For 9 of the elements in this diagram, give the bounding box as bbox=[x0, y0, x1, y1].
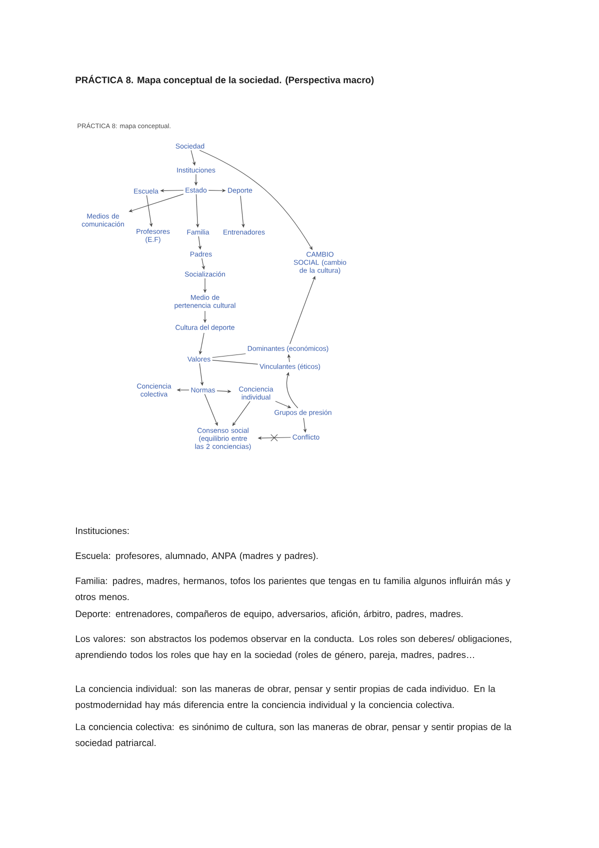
paragraph: La conciencia individual: son las maneras de obrar, pensar y sentir propias de cada individuo. En la postmodernidad hay más diferencia entre la conciencia individual y la conciencia colectiva. bbox=[76, 685, 496, 710]
paragraph: Deporte: entrenadores, compañeros de equipo, adversarios, afición, árbitro, padres, madres. bbox=[76, 610, 462, 619]
paragraph: Los valores: son abstractos los podemos observar en la conducta. Los roles son deberes/ obligaciones, aprendiendo todos los roles que hay en la sociedad (roles de género, pareja, madres, padres… bbox=[76, 635, 512, 660]
paragraph: Escuela: profesores, alumnado, ANPA (madres y padres). bbox=[76, 552, 318, 561]
paragraph: Familia: padres, madres, hermanos, tofos los parientes que tengas en tu familia algunos influirán más y otros menos. bbox=[76, 577, 510, 600]
paragraph: Instituciones: bbox=[76, 527, 129, 534]
arrow bbox=[286, 372, 298, 408]
page-title: PRÁCTICA 8. Mapa conceptual de la sociedad. (Perspectiva macro) bbox=[76, 74, 374, 86]
paragraph: La conciencia colectiva: es sinónimo de cultura, son las maneras de obrar, pensar y sentir propias de la sociedad patriarcal. bbox=[75, 723, 512, 748]
